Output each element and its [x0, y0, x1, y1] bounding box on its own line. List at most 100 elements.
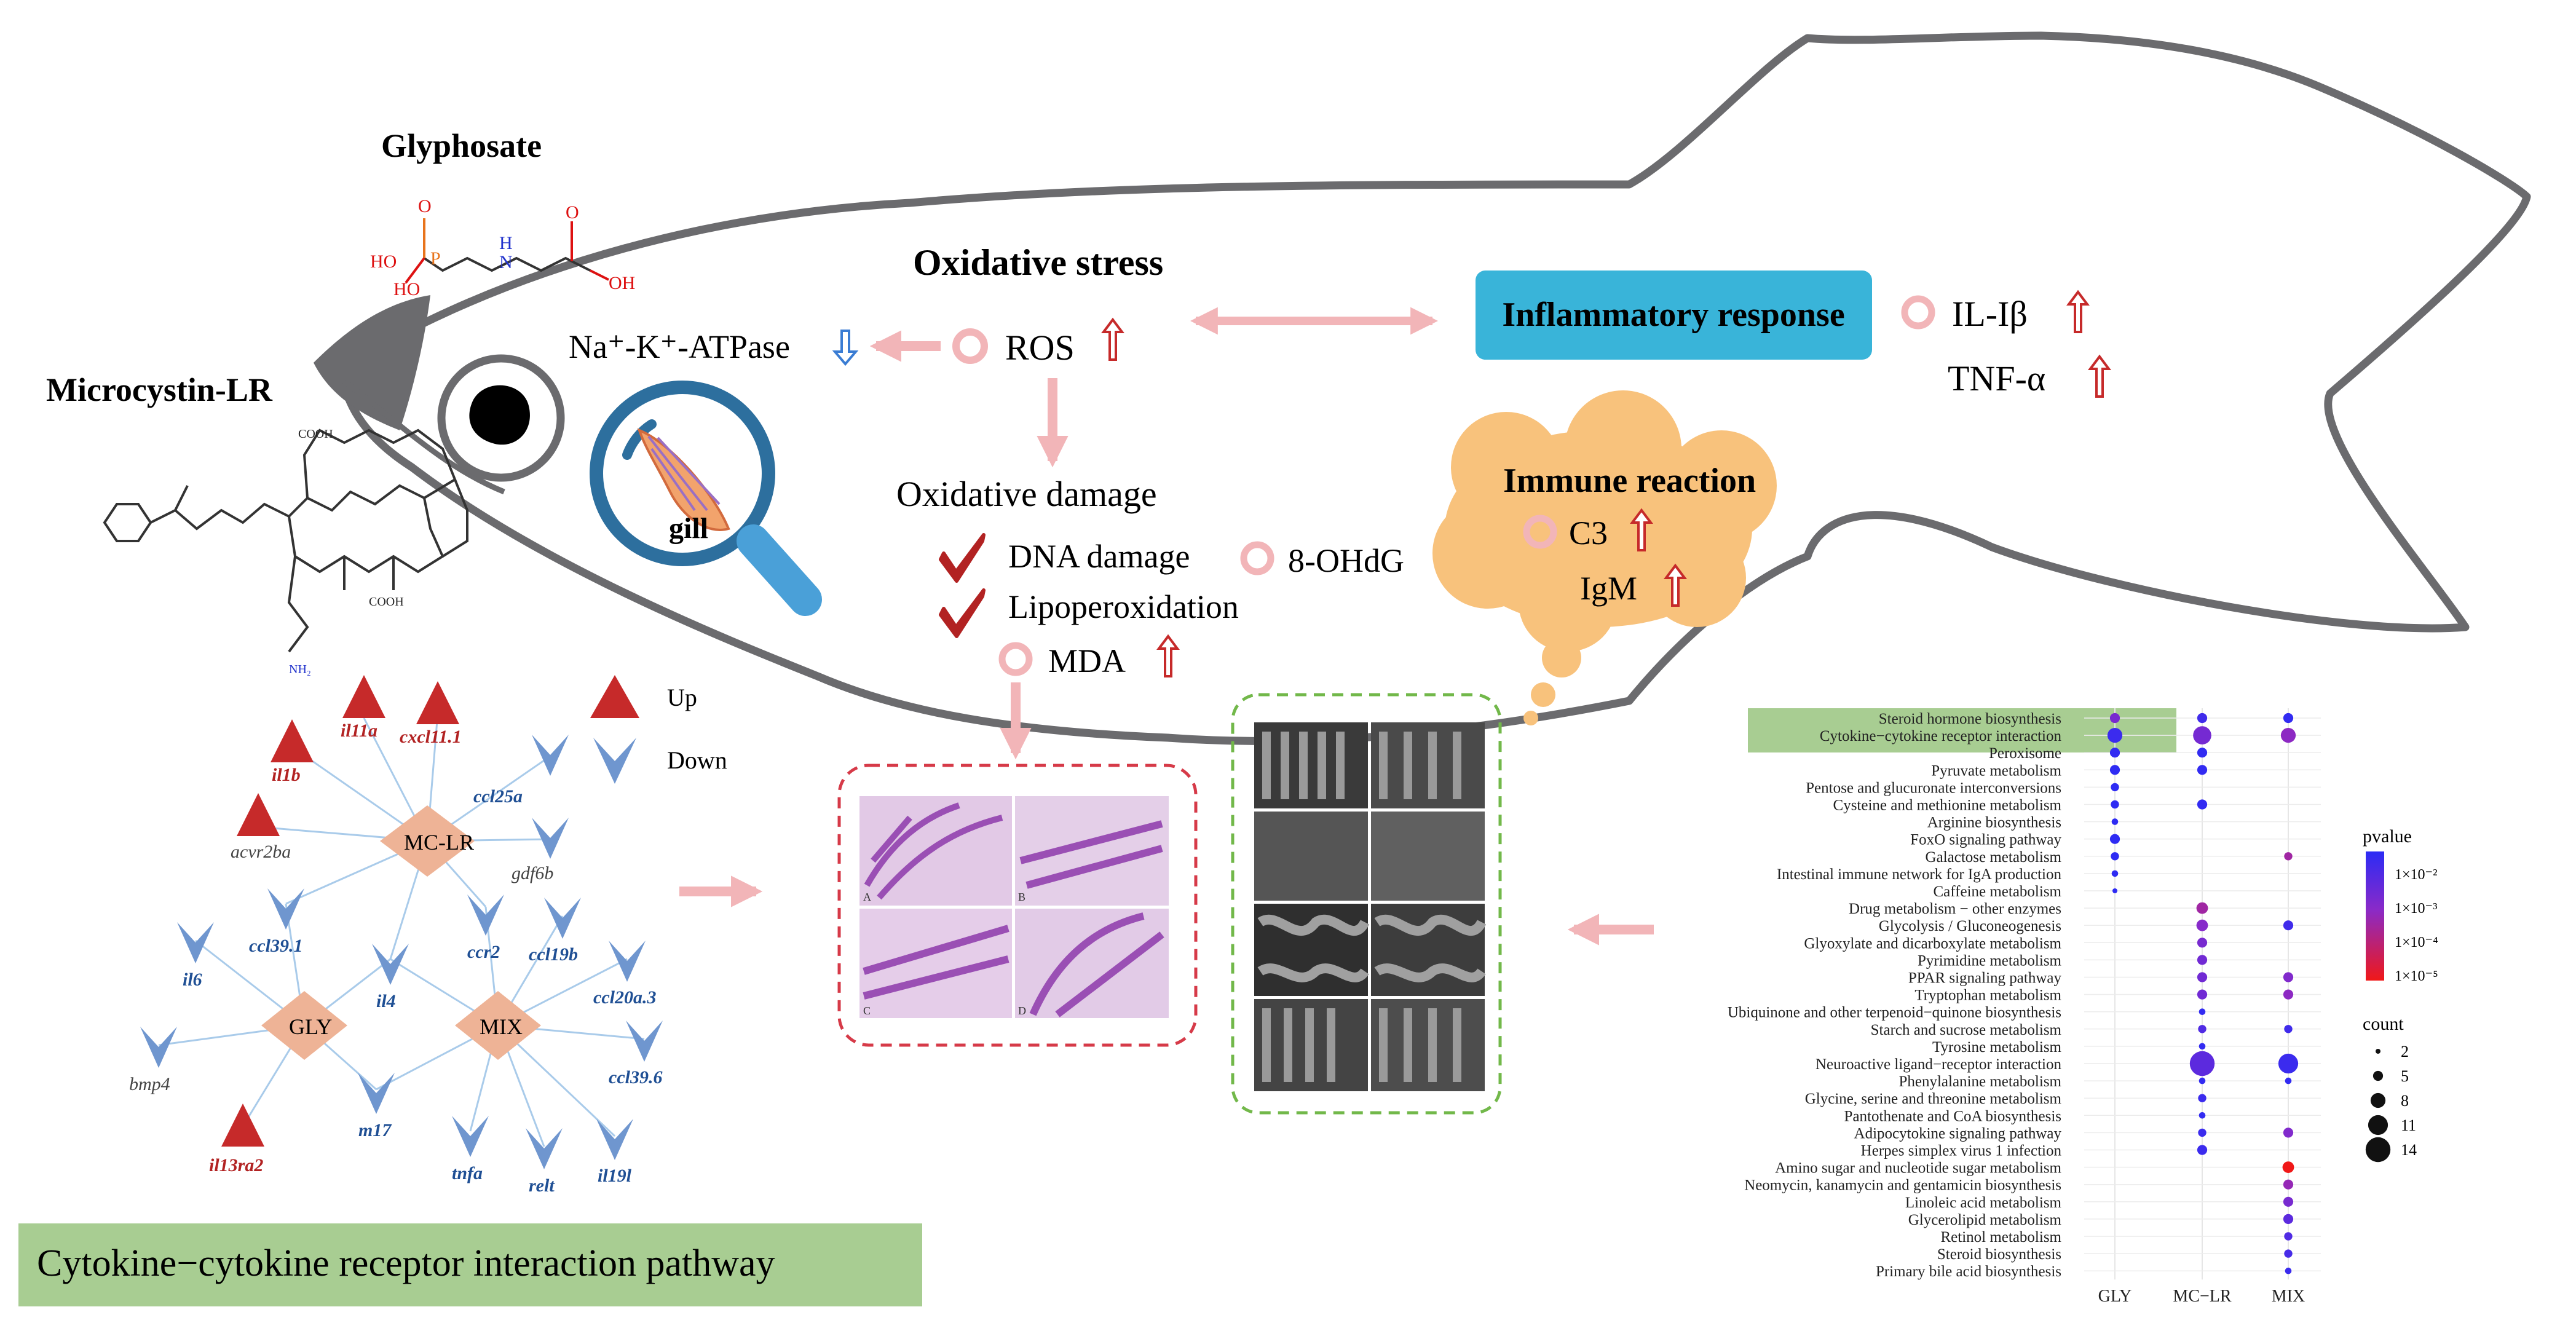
- kegg-dot: [2109, 713, 2120, 724]
- kegg-dot: [2284, 1249, 2293, 1258]
- svg-text:D: D: [1018, 1005, 1026, 1017]
- ros-ring: [952, 328, 988, 364]
- relt-vee: [526, 1128, 563, 1169]
- kegg-row-label: Amino sugar and nucleotide sugar metabol…: [1775, 1160, 2061, 1177]
- histology-panel-a: A: [859, 796, 1012, 906]
- kegg-row-label: Phenylalanine metabolism: [1898, 1073, 2061, 1090]
- gene-il6: il6: [183, 970, 202, 990]
- kegg-dot: [2198, 1094, 2207, 1102]
- count-legend-dot: [2365, 1137, 2391, 1163]
- kegg-dot: [2278, 1053, 2299, 1074]
- down-regulated-genes: [140, 735, 663, 1169]
- ros-up-arrow: [1101, 317, 1124, 361]
- svg-text:C: C: [863, 1005, 871, 1017]
- ohdg-ring: [1240, 541, 1274, 575]
- kegg-dot: [2283, 1196, 2294, 1207]
- svg-text:NH₂: NH₂: [289, 663, 311, 676]
- kegg-dot: [2197, 799, 2208, 810]
- svg-text:A: A: [863, 891, 871, 903]
- kegg-row-label: Retinol metabolism: [1940, 1229, 2061, 1246]
- gene-ccl25a: ccl25a: [473, 786, 523, 807]
- kegg-dot: [2283, 920, 2294, 931]
- kegg-row-label: Steroid hormone biosynthesis: [1879, 711, 2061, 727]
- kegg-row-label: Peroxisome: [1989, 745, 2061, 762]
- hub-mclr: [380, 805, 475, 877]
- il6-vee: [177, 922, 214, 963]
- magnifier-icon: gill: [590, 381, 822, 616]
- fish-eye-ring: [437, 354, 565, 482]
- microcystin-atoms: COOH COOH NH₂: [289, 427, 404, 676]
- kegg-bubble-chart: Steroid hormone biosynthesisCytokine−cyt…: [1728, 708, 2438, 1306]
- count-legend-dot: [2368, 1115, 2388, 1135]
- gene-il4: il4: [376, 991, 396, 1011]
- kegg-row-label: Cysteine and methionine metabolism: [1833, 797, 2062, 814]
- kegg-dot: [2196, 902, 2208, 914]
- kegg-dot: [2284, 852, 2293, 861]
- up-regulated-genes: [221, 675, 639, 1147]
- kegg-dot: [2285, 1267, 2292, 1274]
- gene-relt: relt: [529, 1175, 555, 1196]
- svg-text:N: N: [499, 252, 513, 272]
- gene-il11a: il11a: [341, 721, 377, 741]
- ohdg-label: 8-OHdG: [1288, 542, 1404, 579]
- pvalue-tick-2: 1×10⁻³: [2395, 901, 2437, 917]
- pathway-title: Cytokine−cytokine receptor interaction p…: [37, 1242, 775, 1284]
- kegg-row-label: Primary bile acid biosynthesis: [1876, 1263, 2061, 1280]
- kegg-row-label: Herpes simplex virus 1 infection: [1861, 1143, 2062, 1159]
- svg-text:P: P: [430, 248, 441, 269]
- network-edges: [158, 713, 645, 1147]
- inflammatory-title: Inflammatory response: [1502, 296, 1844, 334]
- kegg-row-label: Caffeine metabolism: [1933, 883, 2061, 900]
- fish-gill-line: [342, 379, 505, 495]
- ccl20a.3-vee: [609, 941, 646, 982]
- svg-text:COOH: COOH: [298, 427, 333, 441]
- count-legend-dot: [2370, 1092, 2386, 1108]
- gene-gdf6b: gdf6b: [512, 863, 553, 883]
- kegg-dot: [2199, 1008, 2206, 1015]
- pvalue-colorbar: [2366, 851, 2384, 981]
- mda-ring: [998, 642, 1033, 676]
- svg-text:H: H: [499, 233, 513, 253]
- kegg-dot: [2109, 834, 2120, 844]
- svg-text:HO: HO: [370, 251, 397, 272]
- histology-panel-b: B: [1015, 796, 1169, 906]
- count-legend-dot: [2373, 1070, 2384, 1081]
- kegg-dot: [2282, 1161, 2294, 1173]
- count-legend-label: 8: [2401, 1092, 2409, 1110]
- kegg-dot: [2197, 955, 2208, 965]
- kegg-dot: [2199, 1077, 2206, 1084]
- svg-text:B: B: [1018, 891, 1025, 903]
- gene-ccl19b: ccl19b: [529, 944, 578, 965]
- kegg-dot: [2197, 989, 2208, 1000]
- gdf6b-vee: [532, 818, 569, 859]
- count-legend-title: count: [2363, 1014, 2404, 1034]
- kegg-row-labels: Steroid hormone biosynthesisCytokine−cyt…: [1728, 711, 2062, 1280]
- gene-m17: m17: [358, 1120, 392, 1140]
- tnfa-up-arrow: [2088, 354, 2111, 398]
- kegg-row-label: Pentose and glucuronate interconversions: [1806, 780, 2061, 796]
- c3-up-arrow: [1630, 508, 1653, 551]
- legend-up-label: Up: [667, 684, 697, 711]
- kegg-dot: [2111, 870, 2119, 877]
- gene-il13ra2: il13ra2: [209, 1155, 263, 1175]
- kegg-dot: [2198, 1128, 2207, 1137]
- il1b-up-arrow: [2066, 290, 2090, 333]
- ccl19b-vee: [544, 898, 581, 939]
- gene-ccr2: ccr2: [467, 942, 500, 962]
- bmp4-vee: [140, 1027, 177, 1068]
- count-legend-label: 2: [2401, 1043, 2409, 1060]
- hub-mix-label: MIX: [480, 1014, 523, 1039]
- kegg-dot: [2112, 888, 2117, 893]
- kegg-dot: [2283, 972, 2294, 982]
- kegg-dot: [2283, 1128, 2294, 1138]
- kegg-row-label: Neomycin, kanamycin and gentamicin biosy…: [1744, 1177, 2061, 1194]
- kegg-dot: [2197, 972, 2208, 982]
- svg-text:OH: OH: [609, 273, 635, 293]
- kegg-row-label: Tyrosine metabolism: [1932, 1039, 2062, 1056]
- kegg-row-label: Galactose metabolism: [1926, 849, 2062, 866]
- kegg-row-label: Drug metabolism − other enzymes: [1849, 901, 2061, 917]
- kegg-dot: [2283, 1179, 2294, 1190]
- count-legend-label: 14: [2401, 1141, 2417, 1159]
